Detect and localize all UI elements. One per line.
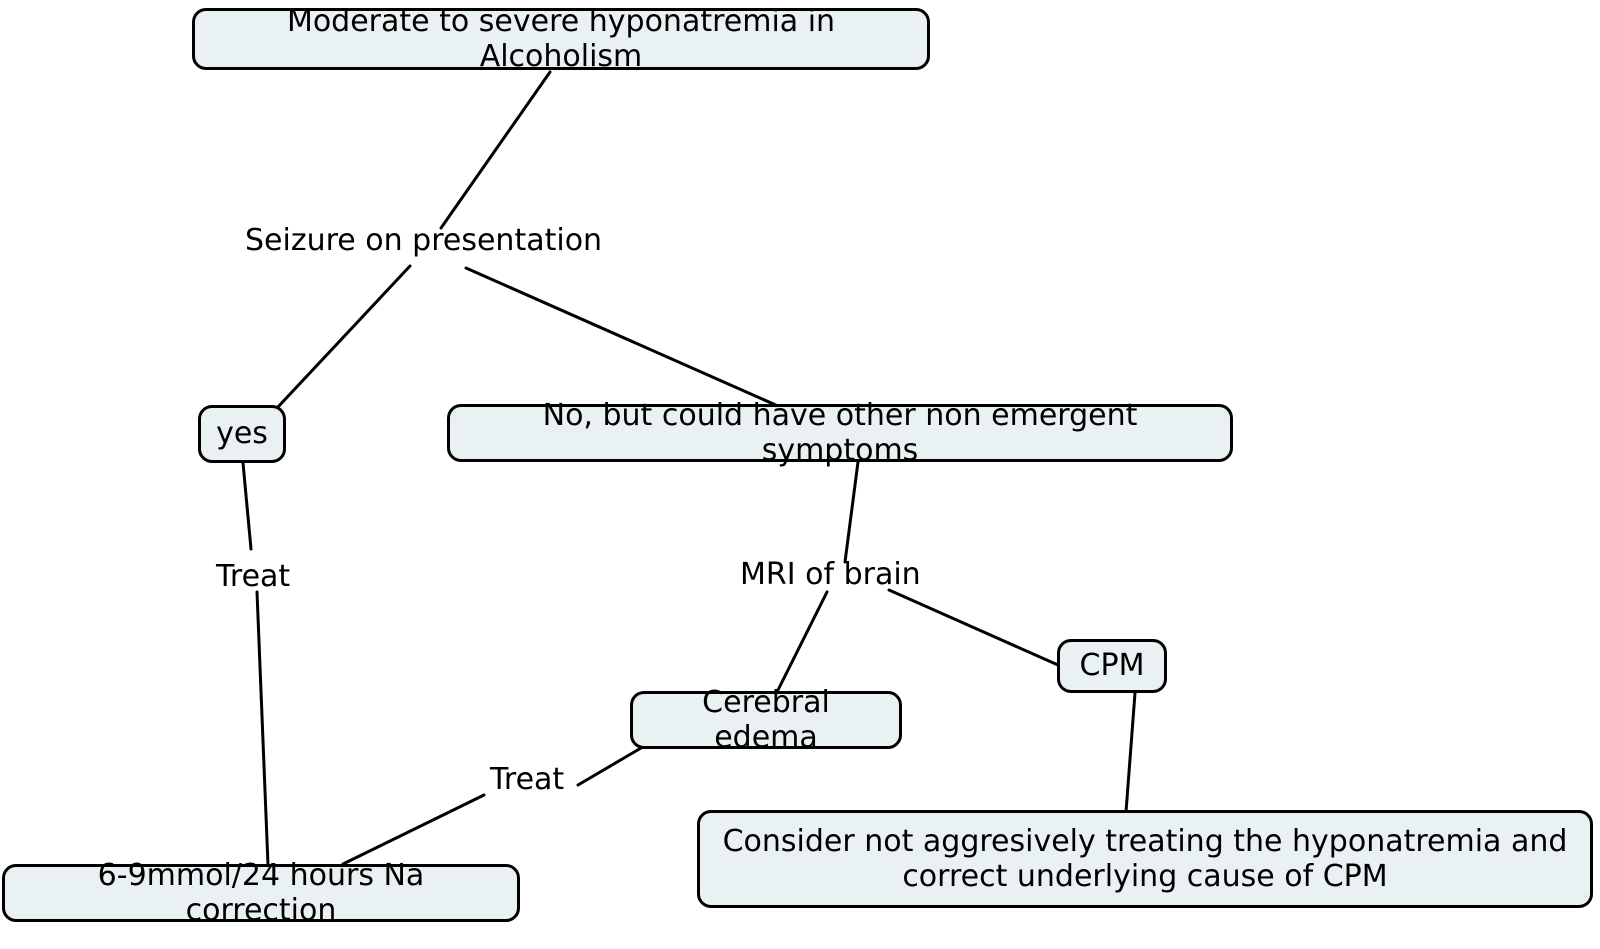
edge-treat_left_label-to-na_correction xyxy=(255,590,270,867)
node-cpm[interactable]: CPM xyxy=(1057,639,1167,693)
node-root[interactable]: Moderate to severe hyponatremia in Alcoh… xyxy=(192,4,930,74)
edge-root-to-seizure_label xyxy=(439,70,552,230)
edge-seizure_label-to-yes xyxy=(275,264,412,410)
edge-cerebral_edema-to-treat_edema_label xyxy=(576,746,643,787)
edge-seizure_label-to-no_symptoms xyxy=(464,266,780,408)
edge-label-treat_edema_label: Treat xyxy=(490,762,565,797)
edge-mri_label-to-cpm xyxy=(887,588,1060,667)
node-cerebral_edema[interactable]: Cerebral edema xyxy=(630,685,902,755)
node-consider_cpm[interactable]: Consider not aggresively treating the hy… xyxy=(697,810,1593,908)
node-yes[interactable]: yes xyxy=(198,405,286,463)
edge-no_symptoms-to-mri_label xyxy=(843,460,860,564)
edge-yes-to-treat_left_label xyxy=(241,461,253,551)
node-na_correction[interactable]: 6-9mmol/24 hours Na correction xyxy=(2,858,520,928)
node-no_symptoms[interactable]: No, but could have other non emergent sy… xyxy=(447,398,1233,468)
edge-label-seizure_label: Seizure on presentation xyxy=(245,223,603,258)
edge-label-treat_left_label: Treat xyxy=(216,559,291,594)
edge-mri_label-to-cerebral_edema xyxy=(775,590,829,694)
edge-cpm-to-consider_cpm xyxy=(1124,691,1137,814)
edge-label-mri_label: MRI of brain xyxy=(740,557,921,592)
edge-treat_edema_label-to-na_correction xyxy=(341,793,486,866)
